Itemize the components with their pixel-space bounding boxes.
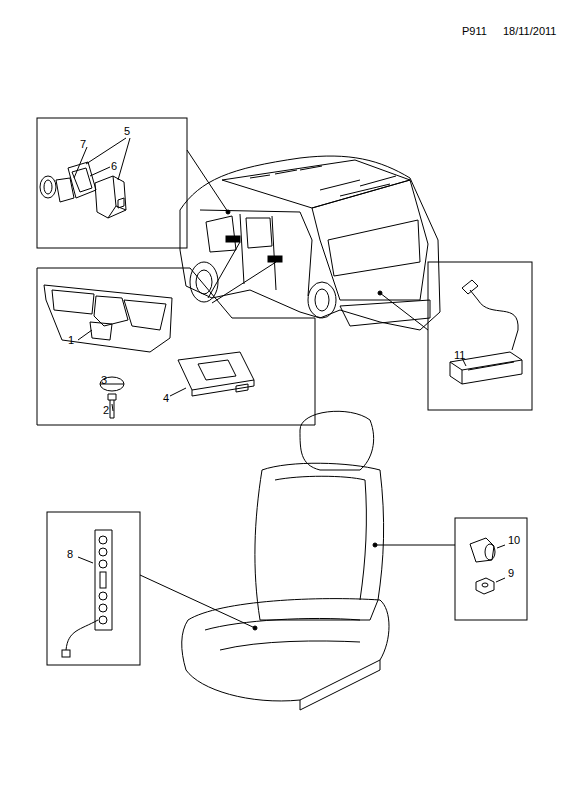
tailgate-switch [450, 280, 522, 384]
leader-line [496, 578, 505, 582]
callout-number: 9 [508, 567, 514, 579]
inset-frame [428, 262, 532, 410]
pointer-line [380, 293, 428, 330]
pointer-line [375, 545, 455, 546]
callout-number: 2 [103, 404, 109, 416]
leader-line [78, 557, 93, 563]
pointer-line [140, 575, 255, 628]
leader-line [497, 545, 505, 548]
callout-number: 3 [101, 374, 107, 386]
callout-number: 6 [111, 160, 117, 172]
date-stamp: 18/11/2011 [503, 25, 556, 37]
seat-heater-mat [62, 530, 112, 657]
callout-number: 11 [454, 349, 465, 361]
callout-number: 7 [80, 138, 86, 150]
window-switch-panel [44, 285, 172, 352]
leader-lines [78, 330, 186, 411]
callout-number: 4 [163, 392, 169, 404]
seat-outline [182, 411, 389, 710]
inset-frame [455, 518, 527, 620]
callout-number: 1 [68, 334, 74, 346]
page-code: P911 [462, 25, 487, 37]
inset-frame [37, 118, 187, 248]
inset-frame [37, 268, 315, 425]
single-switch [178, 352, 254, 396]
callout-number: 8 [67, 548, 73, 560]
knob-and-nut [470, 538, 495, 594]
pointer-line [187, 150, 228, 212]
leader-lines [74, 138, 130, 180]
callout-number: 5 [124, 125, 130, 137]
vehicle-outline [180, 156, 440, 330]
callout-number: 10 [508, 534, 520, 546]
inset-frame [47, 512, 140, 665]
